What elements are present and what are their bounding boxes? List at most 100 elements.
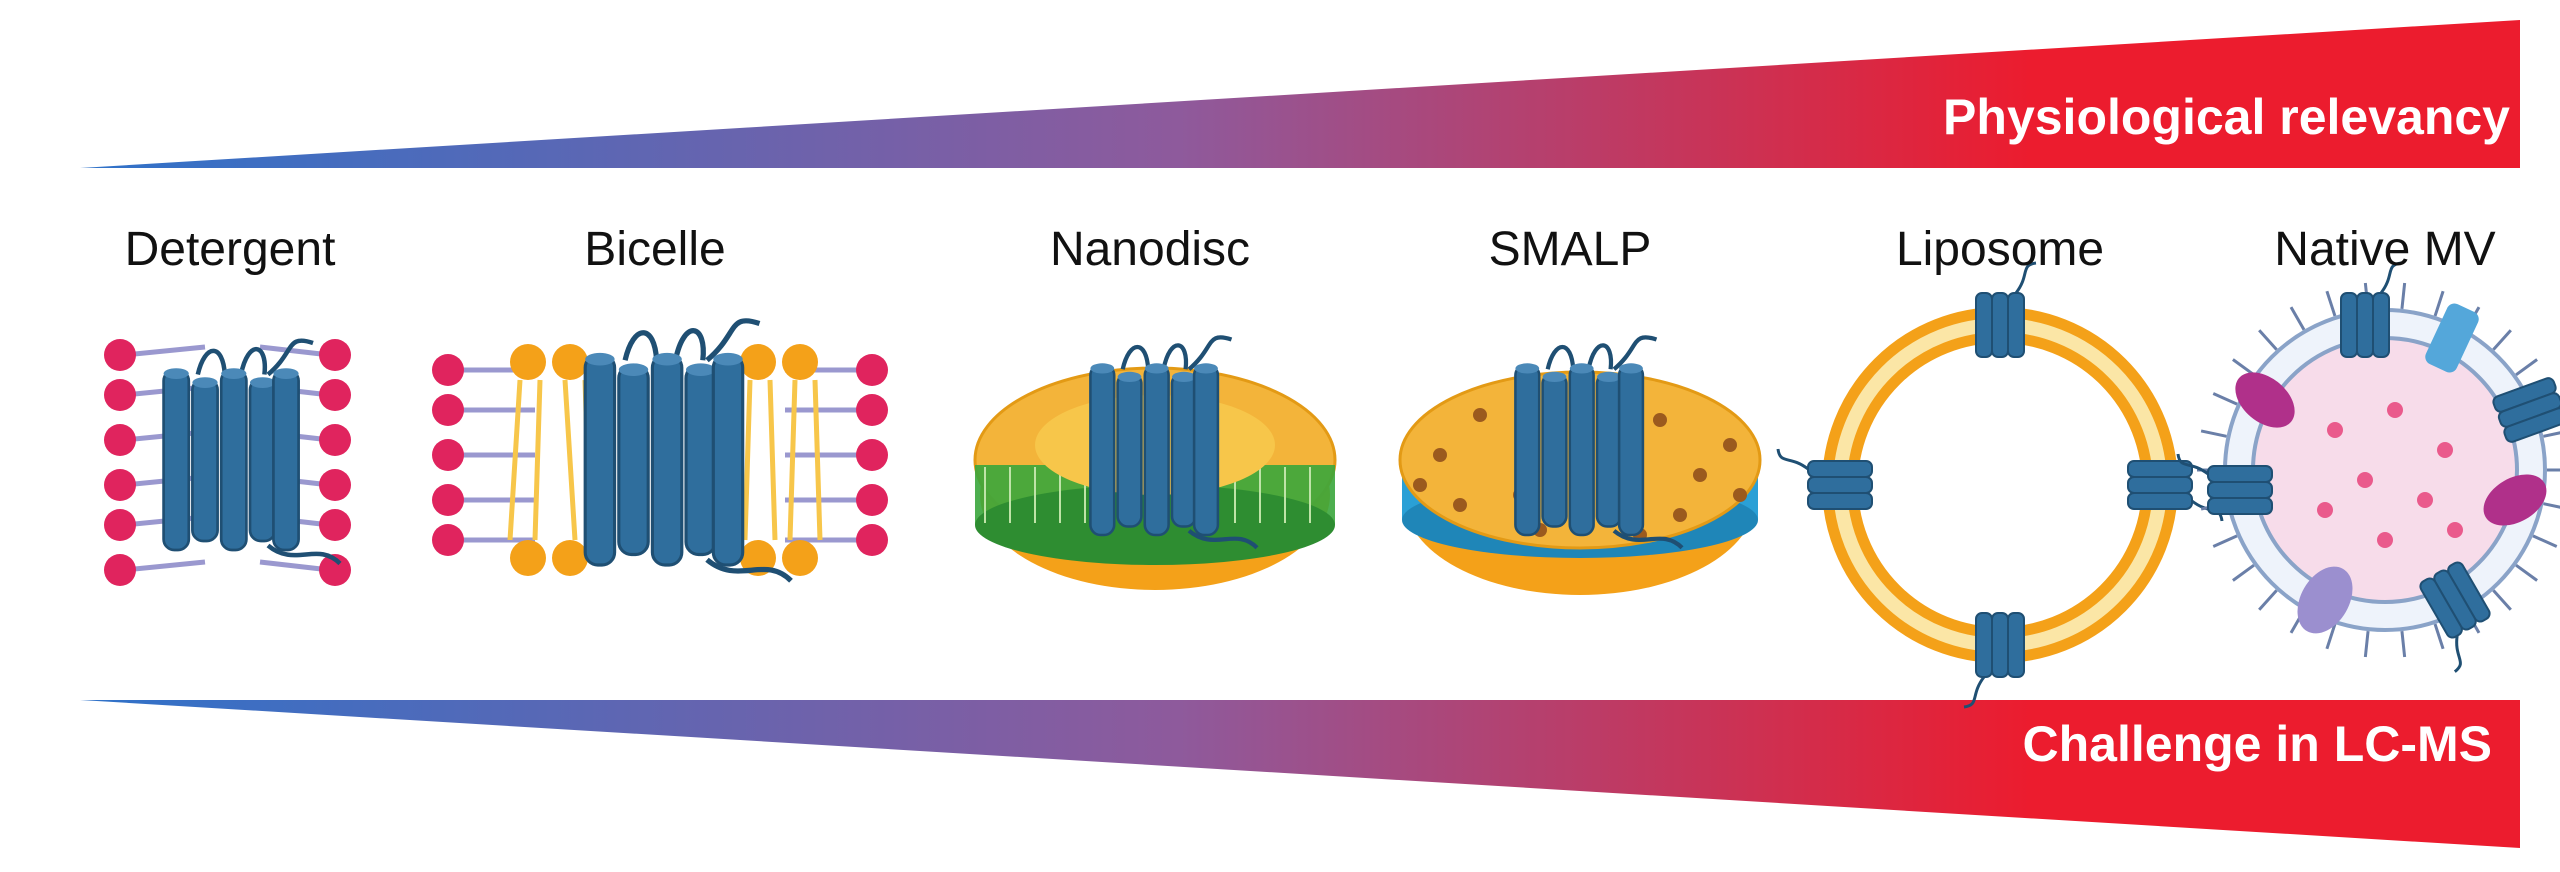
mv-magenta-protein — [2235, 372, 2295, 428]
helix-top — [1569, 363, 1594, 374]
protein-tail — [705, 557, 793, 583]
nanodisc-label: Nanodisc — [1049, 223, 1251, 276]
mv-protein — [2176, 453, 2273, 515]
glycan-stalk — [2258, 589, 2278, 611]
helix — [711, 353, 745, 567]
protein-loop — [1586, 343, 1614, 370]
detergent-head — [104, 379, 136, 411]
helix-top — [652, 352, 682, 366]
helix — [272, 368, 300, 552]
protein-tail — [1612, 335, 1658, 371]
smalp-dot — [1673, 508, 1687, 522]
detergent-head — [432, 394, 464, 426]
helix-top — [1090, 363, 1115, 374]
top-wedge — [80, 20, 2520, 168]
liposome-protein — [2127, 460, 2224, 522]
helix — [2356, 292, 2374, 358]
helix — [1143, 363, 1170, 537]
protein-loop — [1120, 345, 1151, 370]
detergent-head — [432, 484, 464, 516]
native-mv-label: Native MV — [2274, 223, 2496, 276]
helix — [650, 353, 684, 567]
helix — [1991, 292, 2009, 358]
helix — [583, 353, 617, 567]
smalp-label: SMALP — [1488, 223, 1652, 276]
helix — [2372, 292, 2390, 358]
mv-protein — [2340, 261, 2402, 358]
glycan-stalk — [2433, 290, 2445, 317]
helix — [1991, 612, 2009, 678]
detergent-head — [104, 509, 136, 541]
protein-loop — [672, 328, 706, 361]
glycan-stalk — [2200, 429, 2227, 438]
helix-top — [1194, 363, 1218, 374]
helix-top — [1144, 363, 1169, 374]
glycan-stalk — [2232, 564, 2255, 582]
glycan-stalk — [2543, 431, 2560, 438]
helix — [2007, 292, 2025, 358]
helix-top — [1542, 371, 1567, 382]
protein-tail — [2014, 261, 2037, 294]
protein-tail — [705, 318, 761, 363]
lipid-tail — [787, 379, 798, 541]
helix — [2207, 497, 2273, 515]
physiological-relevancy-label: Physiological relevancy — [1943, 89, 2510, 145]
helix-top — [192, 377, 218, 388]
helix — [1514, 363, 1541, 537]
helix — [2007, 612, 2025, 678]
helix — [1116, 372, 1143, 528]
detergent-head — [319, 379, 351, 411]
smalp-dot — [1693, 468, 1707, 482]
glycan-stalk — [2232, 358, 2255, 376]
protein-loop — [195, 348, 228, 376]
helix-top — [618, 363, 649, 376]
detergent-tail — [124, 559, 206, 573]
lipid-head — [552, 344, 588, 380]
bicelle-label: Bicelle — [584, 223, 726, 276]
mv-blue-protein — [2425, 303, 2479, 373]
lipid-head — [510, 540, 546, 576]
helix — [2207, 465, 2273, 483]
helix-top — [273, 368, 299, 379]
smalp-dot — [1733, 488, 1747, 502]
helix — [1595, 372, 1623, 528]
detergent-head — [104, 339, 136, 371]
helix — [1192, 363, 1220, 537]
mv-protein — [2419, 561, 2491, 673]
glycan-stalk — [2492, 589, 2512, 611]
protein-tail — [266, 338, 314, 377]
mv-cargo-dot — [2387, 402, 2403, 418]
bicelle-protein — [583, 318, 793, 583]
bottom-wedge — [80, 700, 2520, 848]
glycan-stalk — [2325, 290, 2337, 317]
detergent-head — [856, 484, 888, 516]
lipid-head — [782, 344, 818, 380]
detergent-illustration — [104, 338, 351, 586]
lipid-head — [510, 344, 546, 380]
smalp-dot — [1453, 498, 1467, 512]
detergent-label: Detergent — [124, 223, 336, 276]
detergent-tail — [124, 344, 206, 358]
mv-cargo-dot — [2327, 422, 2343, 438]
glycan-stalk — [2289, 306, 2306, 331]
helix-top — [1172, 371, 1196, 382]
detergent-head — [104, 424, 136, 456]
helix — [1975, 292, 1993, 358]
mv-lavender-protein — [2297, 566, 2353, 634]
protein-tail — [266, 543, 342, 566]
helix — [2127, 476, 2193, 494]
detergent-head — [856, 524, 888, 556]
detergent-head — [319, 509, 351, 541]
helix-top — [250, 377, 276, 388]
nanodisc-illustration — [973, 335, 1337, 590]
smalp-dot — [1723, 438, 1737, 452]
glycan-stalk — [2212, 392, 2238, 406]
lipid-head — [740, 344, 776, 380]
helix — [2340, 292, 2358, 358]
detergent-tail — [259, 344, 331, 358]
helix — [1807, 460, 1873, 478]
glycan-stalk — [2400, 282, 2407, 310]
helix — [2503, 407, 2560, 443]
detergent-head — [104, 554, 136, 586]
